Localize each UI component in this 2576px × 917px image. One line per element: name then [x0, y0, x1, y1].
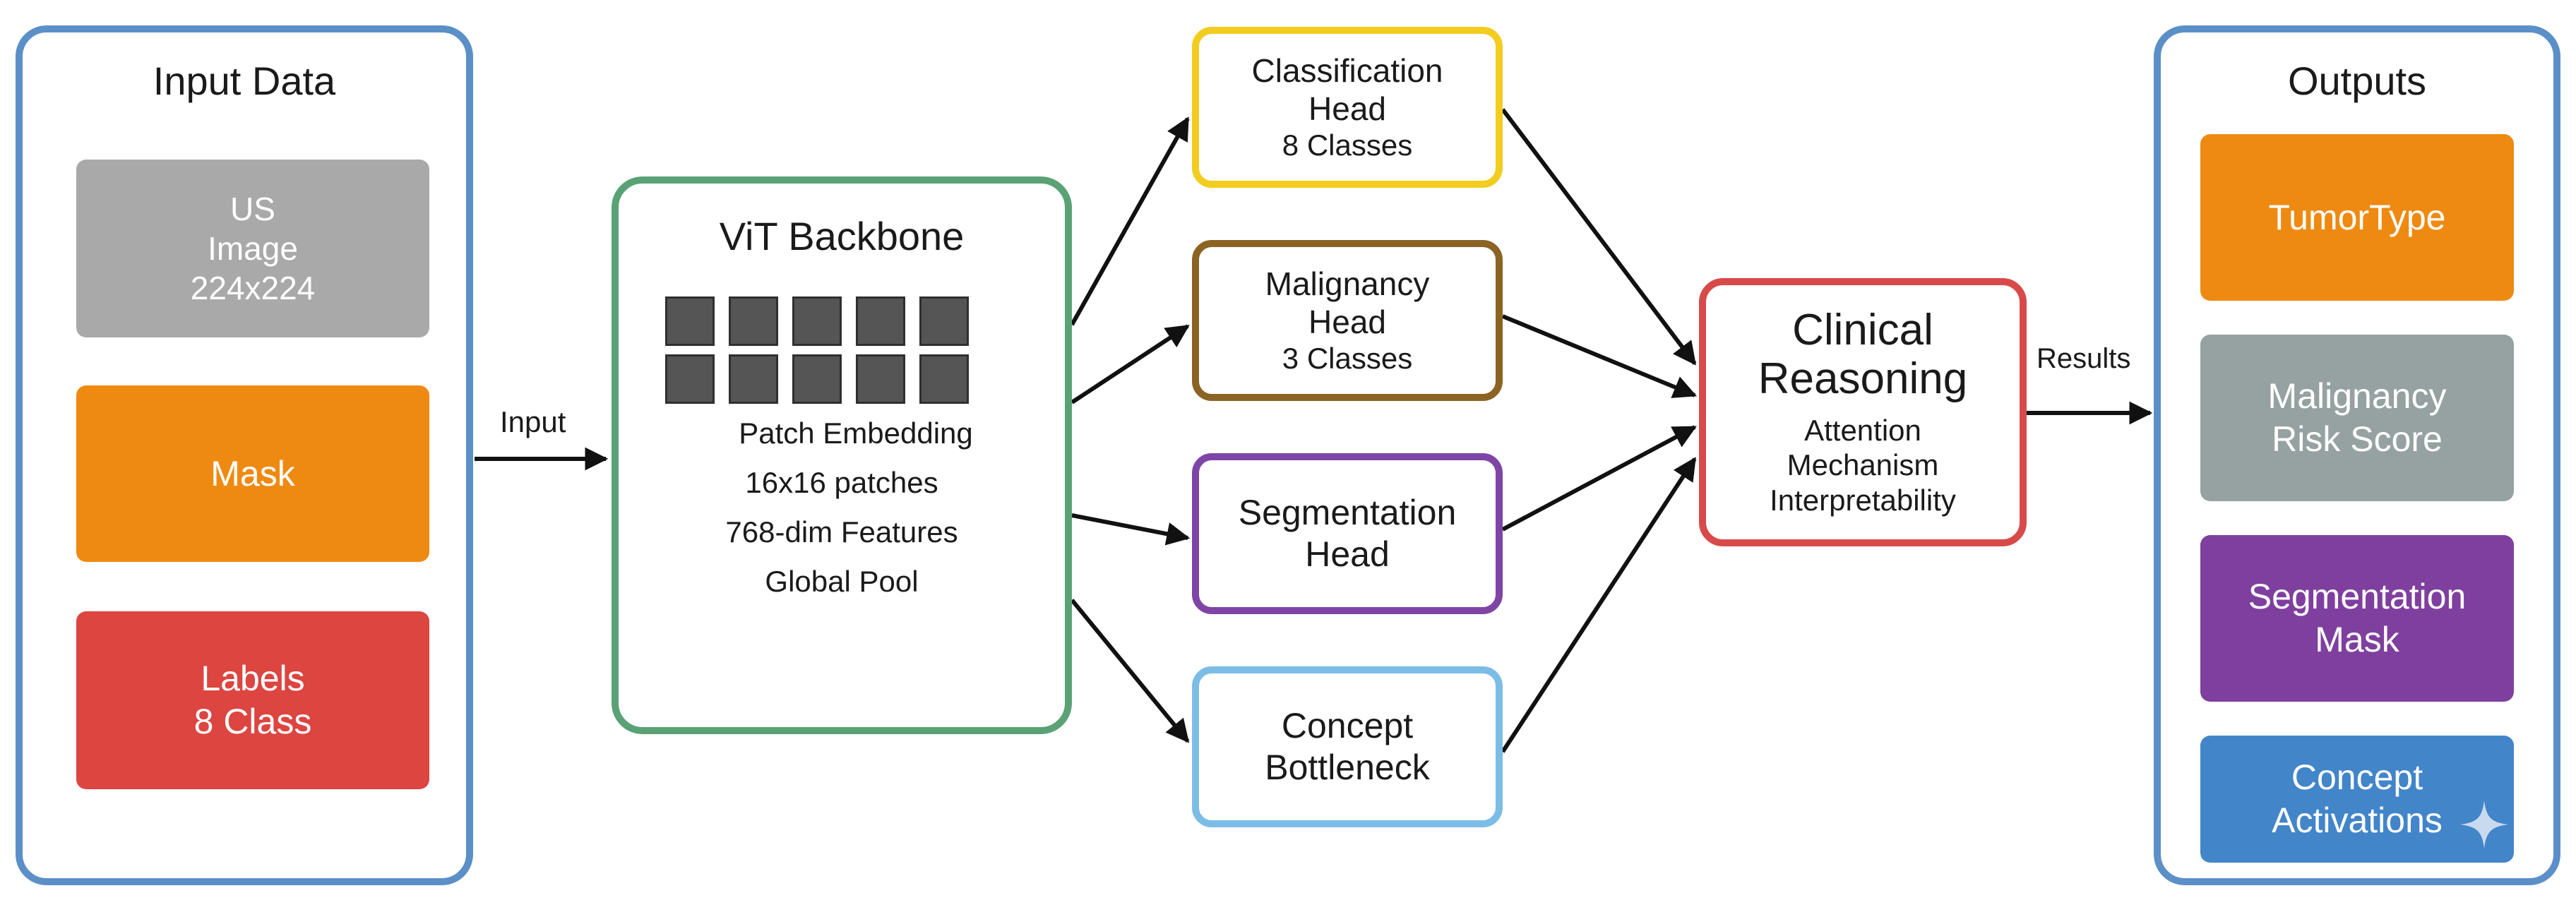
vit-backbone: ViT Backbone Patch Embedding 16x16 patch… [612, 176, 1072, 734]
arrow-classification-to-clinical [1501, 108, 1697, 366]
patch-tile [665, 296, 715, 346]
input-data-panel: Input Data US Image 224x224 Mask Labels … [16, 25, 473, 885]
patch-tile [919, 354, 969, 404]
clinical-sub-line-3: Interpretability [1770, 483, 1956, 517]
malignancy-head: Malignancy Head 3 Classes [1192, 240, 1503, 401]
concept-bottleneck: Concept Bottleneck [1192, 666, 1503, 827]
tumor-type-tile: TumorType [2200, 134, 2514, 301]
concept-bottleneck-line-2: Bottleneck [1265, 748, 1430, 787]
clinical-reasoning: Clinical Reasoning Attention Mechanism I… [1699, 278, 2027, 546]
patch-tile [792, 296, 842, 346]
arrow-malignancy-to-clinical [1501, 314, 1698, 398]
malignancy-risk-line-2: Risk Score [2272, 419, 2443, 459]
patch-tile [792, 354, 842, 404]
vit-line-patches: 16x16 patches [745, 466, 938, 499]
us-image-line-1: US [230, 190, 275, 227]
malignancy-risk-line-1: Malignancy [2267, 376, 2447, 416]
mask-label: Mask [210, 453, 295, 493]
patch-grid [665, 296, 976, 409]
classification-head-line-1: Classification [1251, 52, 1443, 89]
patch-tile [729, 296, 778, 346]
arrow-segmentation-to-clinical [1501, 425, 1697, 532]
concept-activations-line-1: Concept [2291, 757, 2423, 797]
malignancy-head-line-2: Head [1308, 304, 1386, 341]
patch-tile [856, 354, 905, 404]
us-image-tile: US Image 224x224 [76, 160, 429, 337]
tumor-type-label: TumorType [2268, 197, 2446, 237]
results-edge-label: Results [2037, 343, 2131, 374]
labels-line-2: 8 Class [193, 702, 312, 741]
concept-bottleneck-line-1: Concept [1281, 706, 1414, 745]
concept-activations-line-2: Activations [2272, 801, 2443, 840]
input-edge-label: Input [500, 405, 566, 438]
patch-tile [856, 296, 905, 346]
us-image-line-3: 224x224 [190, 270, 316, 307]
clinical-sub-line-2: Mechanism [1787, 448, 1939, 482]
segmentation-mask-line-1: Segmentation [2248, 577, 2467, 616]
malignancy-head-line-3: 3 Classes [1282, 342, 1413, 376]
outputs-panel: Outputs TumorType Malignancy Risk Score … [2154, 25, 2560, 885]
arrow-concept-to-clinical [1501, 457, 1697, 753]
vit-backbone-title: ViT Backbone [719, 214, 965, 258]
us-image-line-2: Image [208, 229, 298, 267]
arrow-backbone-to-classification [1070, 116, 1190, 326]
malignancy-risk-tile: Malignancy Risk Score [2200, 335, 2514, 501]
segmentation-mask-tile: Segmentation Mask [2200, 535, 2514, 702]
segmentation-head-line-1: Segmentation [1238, 493, 1457, 532]
labels-tile: Labels 8 Class [76, 611, 429, 789]
sparkle-icon [2460, 801, 2508, 849]
vit-line-patch-embedding: Patch Embedding [739, 416, 973, 450]
mask-tile: Mask [76, 385, 429, 562]
malignancy-head-line-1: Malignancy [1265, 265, 1430, 302]
patch-tile [919, 296, 969, 346]
arrow-backbone-to-malignancy [1071, 324, 1190, 404]
vit-line-features: 768-dim Features [725, 515, 958, 549]
arrow-backbone-to-concept [1070, 599, 1190, 743]
segmentation-head-line-2: Head [1305, 534, 1390, 574]
clinical-title-line-2: Reasoning [1758, 354, 1968, 403]
patch-tile [665, 354, 715, 404]
vit-line-global-pool: Global Pool [765, 565, 919, 598]
input-data-title: Input Data [153, 59, 336, 103]
arrow-backbone-to-segmentation [1071, 513, 1191, 546]
labels-line-1: Labels [201, 659, 305, 698]
segmentation-mask-line-2: Mask [2315, 620, 2399, 659]
segmentation-head: Segmentation Head [1192, 453, 1503, 614]
concept-activations-tile: Concept Activations [2200, 736, 2514, 863]
clinical-title-line-1: Clinical [1792, 306, 1933, 355]
classification-head-line-2: Head [1308, 90, 1386, 128]
patch-tile [729, 354, 778, 404]
classification-head: Classification Head 8 Classes [1192, 27, 1503, 188]
clinical-sub-line-1: Attention [1804, 413, 1921, 447]
outputs-title: Outputs [2287, 59, 2427, 103]
classification-head-line-3: 8 Classes [1282, 128, 1413, 162]
